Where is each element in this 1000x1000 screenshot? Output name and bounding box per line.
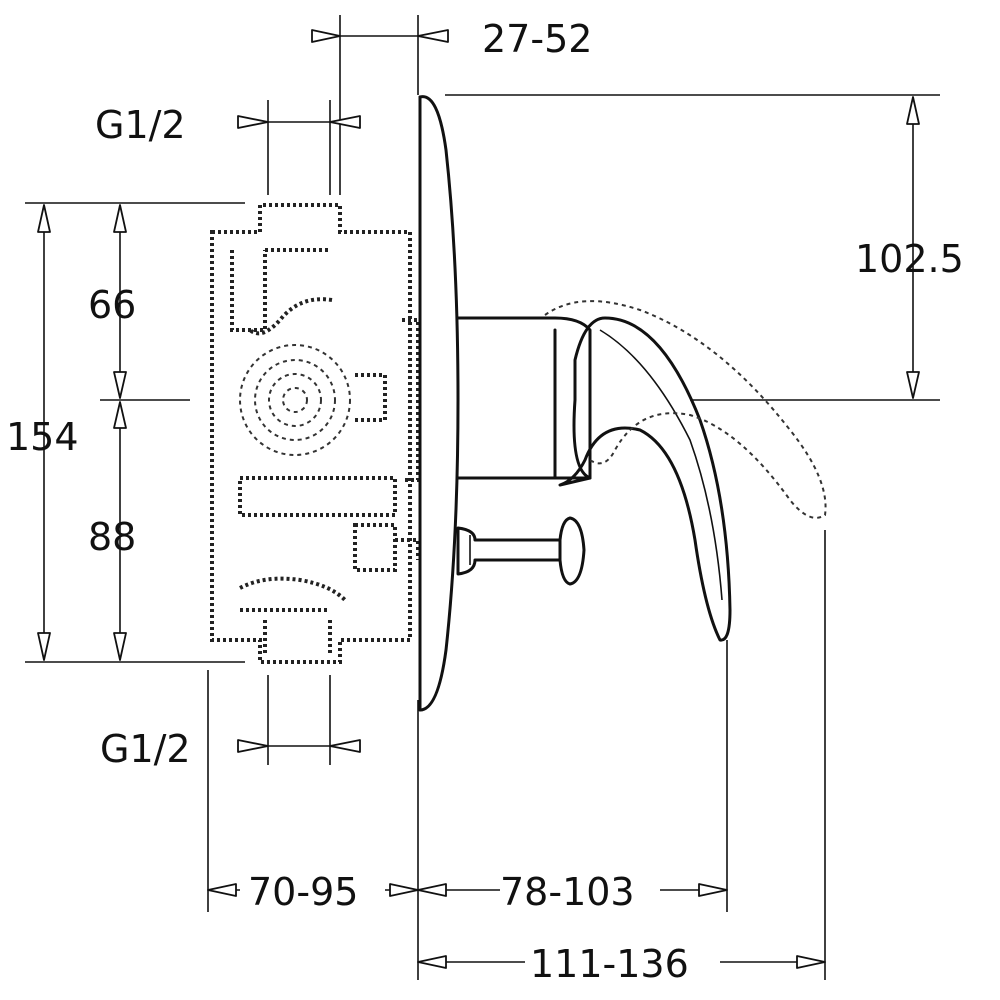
dim-height-upper: 66 (88, 283, 136, 327)
dim-height-lower: 88 (88, 515, 136, 559)
dim-inlet-bottom: G1/2 (100, 727, 191, 771)
arrowheads (37, 29, 920, 969)
dim-lever-reach: 78-103 (500, 870, 635, 914)
dim-height-total: 154 (6, 415, 79, 459)
diverter-knob (456, 516, 586, 586)
dim-body-depth: 70-95 (248, 870, 358, 914)
dim-top-depth: 27-52 (482, 17, 592, 61)
dim-total-reach: 111-136 (530, 942, 689, 986)
dimension-labels: 27-52 G1/2 154 66 88 102.5 G1/2 70-95 78… (6, 17, 964, 986)
lever-handle (456, 300, 827, 642)
concealed-valve-body (210, 203, 420, 664)
dim-handle-height: 102.5 (855, 237, 964, 281)
extension-lines (25, 15, 940, 980)
dimension-lines (43, 35, 914, 963)
escutcheon-plate (418, 95, 460, 712)
dim-inlet-top: G1/2 (95, 103, 186, 147)
